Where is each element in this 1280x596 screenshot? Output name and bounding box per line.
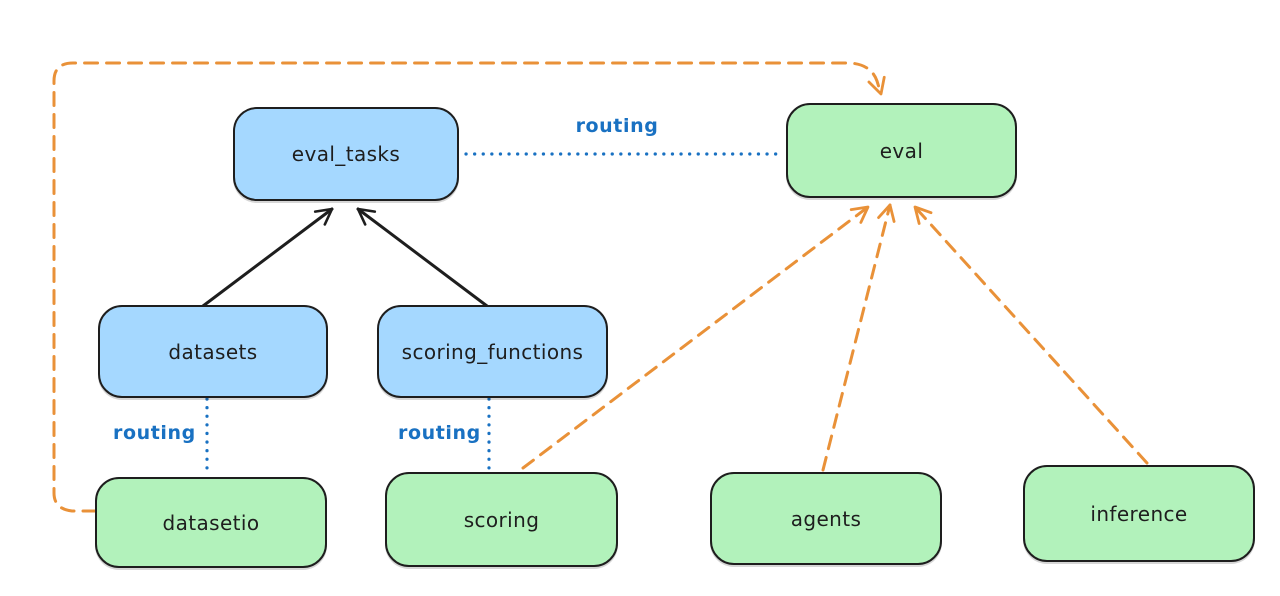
edge-label-routing-scoring-functions-scoring: routing — [398, 422, 481, 444]
node-scoring: scoring — [385, 472, 618, 567]
arrow-agents-to-eval — [821, 203, 896, 472]
node-label: eval — [879, 138, 924, 163]
node-datasetio: datasetio — [95, 477, 327, 568]
node-scoring-functions: scoring_functions — [377, 305, 608, 398]
edge-label-routing-eval-tasks-eval: routing — [575, 115, 659, 137]
arrow-datasets-to-eval-tasks — [201, 207, 334, 308]
node-eval-tasks: eval_tasks — [233, 107, 459, 201]
node-label: inference — [1090, 501, 1188, 526]
arrow-scoring-functions-to-eval-tasks — [356, 207, 489, 308]
edge-label-routing-datasets-datasetio: routing — [113, 422, 196, 444]
node-datasets: datasets — [98, 305, 328, 398]
node-label: datasets — [168, 339, 258, 364]
node-label: scoring_functions — [401, 339, 584, 364]
node-label: eval_tasks — [291, 142, 401, 166]
arrow-scoring-to-eval — [521, 205, 870, 470]
node-label: datasetio — [162, 510, 260, 535]
arrow-datasetio-to-eval — [52, 61, 886, 513]
arrow-inference-to-eval — [913, 205, 1149, 465]
node-inference: inference — [1023, 465, 1255, 562]
node-label: agents — [790, 506, 862, 531]
node-eval: eval — [786, 103, 1017, 198]
node-agents: agents — [710, 472, 942, 565]
node-label: scoring — [463, 507, 540, 532]
